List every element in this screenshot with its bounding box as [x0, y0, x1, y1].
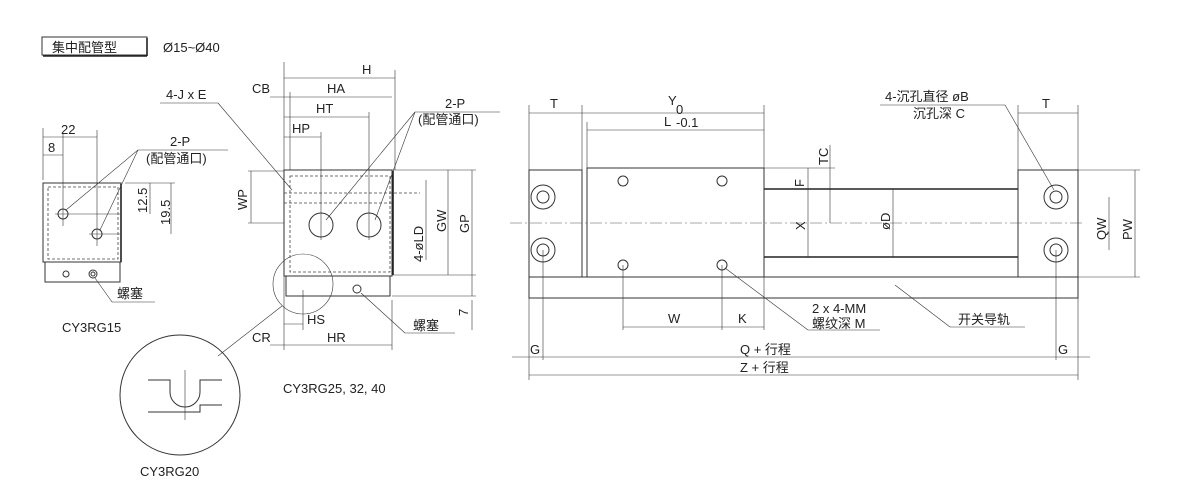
- dim-y: Y: [668, 93, 677, 108]
- dim-ht: HT: [316, 101, 333, 116]
- model-label: CY3RG20: [140, 464, 199, 479]
- dim-z: Z + 行程: [740, 360, 789, 375]
- dim-g-left: G: [530, 342, 540, 357]
- detail-view-cy3rg20: CY3RG20: [119, 334, 241, 479]
- plug-label: 螺塞: [413, 318, 439, 333]
- hole-note-2: 沉孔深 C: [913, 106, 965, 121]
- dim-l-tol-upper: 0: [676, 102, 683, 117]
- port-note: (配管通口): [418, 112, 479, 127]
- thread-note-2: 螺纹深 M: [812, 316, 865, 331]
- plug-label: 螺塞: [117, 286, 143, 301]
- dim-l: L: [664, 114, 671, 129]
- dim-tc: TC: [816, 148, 831, 165]
- dim-19-5: 19.5: [158, 200, 173, 225]
- dim-g-right: G: [1058, 342, 1068, 357]
- dim-ha: HA: [327, 81, 345, 96]
- dim-gw: GW: [434, 209, 449, 232]
- dim-ld: 4-øLD: [411, 226, 426, 262]
- dim-d: øD: [878, 213, 893, 230]
- dim-hr: HR: [327, 330, 346, 345]
- dim-l-tol-lower: -0.1: [676, 115, 698, 130]
- port-label: 2-P: [170, 134, 190, 149]
- header: 集中配管型 Ø15~Ø40: [41, 36, 220, 57]
- left-view-cy3rg15: 22 8 12.5 19.5 2-P (配管通口) 螺塞 CY3RG15: [42, 122, 228, 335]
- dim-t-right: T: [1042, 96, 1050, 111]
- model-label: CY3RG25, 32, 40: [283, 381, 386, 396]
- hole-note-1: 4-沉孔直径 øB: [885, 89, 969, 104]
- right-view-top: T Y L 0 -0.1 TC F X øD 4-沉孔直径 øB 沉孔深 C T…: [510, 89, 1140, 380]
- thread-note-1: 2 x 4-MM: [812, 301, 866, 316]
- dim-hp: HP: [292, 121, 310, 136]
- dim-gp: GP: [457, 214, 472, 233]
- dim-qw: QW: [1094, 217, 1109, 240]
- dim-f: F: [792, 179, 807, 187]
- port-note: (配管通口): [146, 151, 207, 166]
- mounting-holes: [530, 175, 1069, 271]
- dim-k: K: [738, 311, 747, 326]
- dim-hs: HS: [307, 312, 325, 327]
- dim-h: H: [362, 62, 371, 77]
- type-label: 集中配管型: [52, 40, 117, 55]
- dim-cb: CB: [252, 81, 270, 96]
- dim-wp: WP: [235, 189, 250, 210]
- dim-cr: CR: [252, 330, 271, 345]
- dim-22: 22: [61, 122, 75, 137]
- dim-t-left: T: [550, 96, 558, 111]
- rail-label: 开关导轨: [958, 312, 1010, 327]
- dim-8: 8: [48, 140, 55, 155]
- model-label: CY3RG15: [62, 320, 121, 335]
- dim-pw: PW: [1120, 218, 1135, 240]
- middle-view-cy3rg25: H HA HT HP CB 4-J x E 2-P (配管通口) WP 4-øL…: [160, 62, 500, 396]
- dim-q: Q + 行程: [740, 342, 791, 357]
- dim-w: W: [668, 311, 681, 326]
- dim-7: 7: [456, 309, 471, 316]
- j-e-label: 4-J x E: [166, 87, 207, 102]
- range-label: Ø15~Ø40: [163, 40, 220, 55]
- dim-x: X: [793, 221, 808, 230]
- port-label: 2-P: [445, 96, 465, 111]
- dim-12-5: 12.5: [135, 188, 150, 213]
